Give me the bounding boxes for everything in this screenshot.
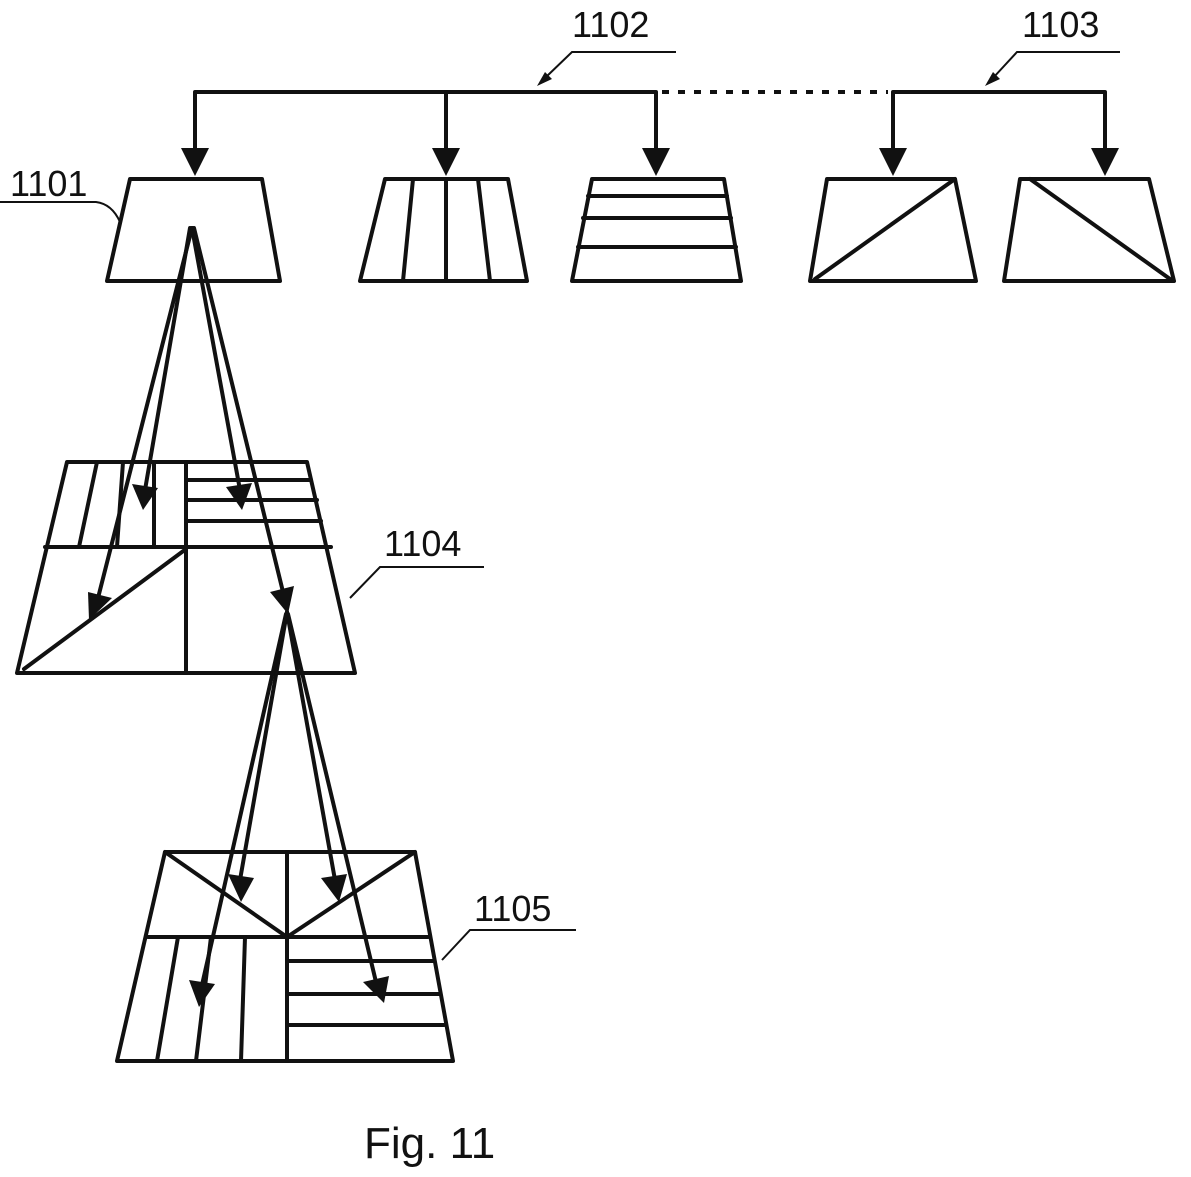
leader-1104 — [349, 566, 484, 599]
block-diagonal-down — [1002, 177, 1176, 283]
arrow-head-icon — [537, 72, 552, 86]
arrow-head-icon — [132, 484, 158, 510]
arrow-head-icon — [88, 592, 112, 620]
ref-label-1101: 1101 — [10, 163, 87, 204]
bracket-line-1103 — [891, 90, 1107, 154]
arrow-head-icon — [228, 874, 254, 902]
arrow-head-icon — [879, 148, 907, 176]
arrow-head-icon — [642, 148, 670, 176]
bracket-line-1102 — [193, 90, 658, 154]
leader-lines — [0, 51, 1120, 961]
block-1101 — [105, 177, 282, 283]
mapping-arrows-1101-to-1104 — [88, 226, 294, 620]
arrow-head-icon — [181, 148, 209, 176]
block-1104 — [15, 460, 357, 675]
ref-label-1102: 1102 — [572, 4, 649, 45]
leader-1102 — [544, 51, 676, 79]
ref-label-1105: 1105 — [474, 888, 551, 929]
arrow-head-icon — [985, 72, 1000, 86]
block-diagonal-up — [808, 177, 978, 283]
arrow-head-icon — [321, 874, 347, 902]
ref-label-1104: 1104 — [384, 523, 461, 564]
block-horizontal-stripes — [570, 177, 743, 283]
block-1105 — [115, 850, 455, 1063]
ref-label-1103: 1103 — [1022, 4, 1099, 45]
figure-caption: Fig. 11 — [364, 1119, 495, 1168]
mapping-arrows-1104-to-1105 — [189, 610, 389, 1007]
arrow-head-icon — [432, 148, 460, 176]
arrow-head-icon — [270, 586, 294, 614]
arrow-head-icon — [226, 483, 252, 510]
block-vertical-stripes — [358, 177, 529, 283]
leader-1105 — [441, 929, 576, 961]
arrow-head-icon — [189, 980, 215, 1007]
leader-1103 — [992, 51, 1120, 79]
leader-1101 — [0, 201, 121, 223]
distribution-lines — [181, 90, 1119, 176]
arrow-head-icon — [363, 976, 389, 1003]
arrow-head-icon — [1091, 148, 1119, 176]
